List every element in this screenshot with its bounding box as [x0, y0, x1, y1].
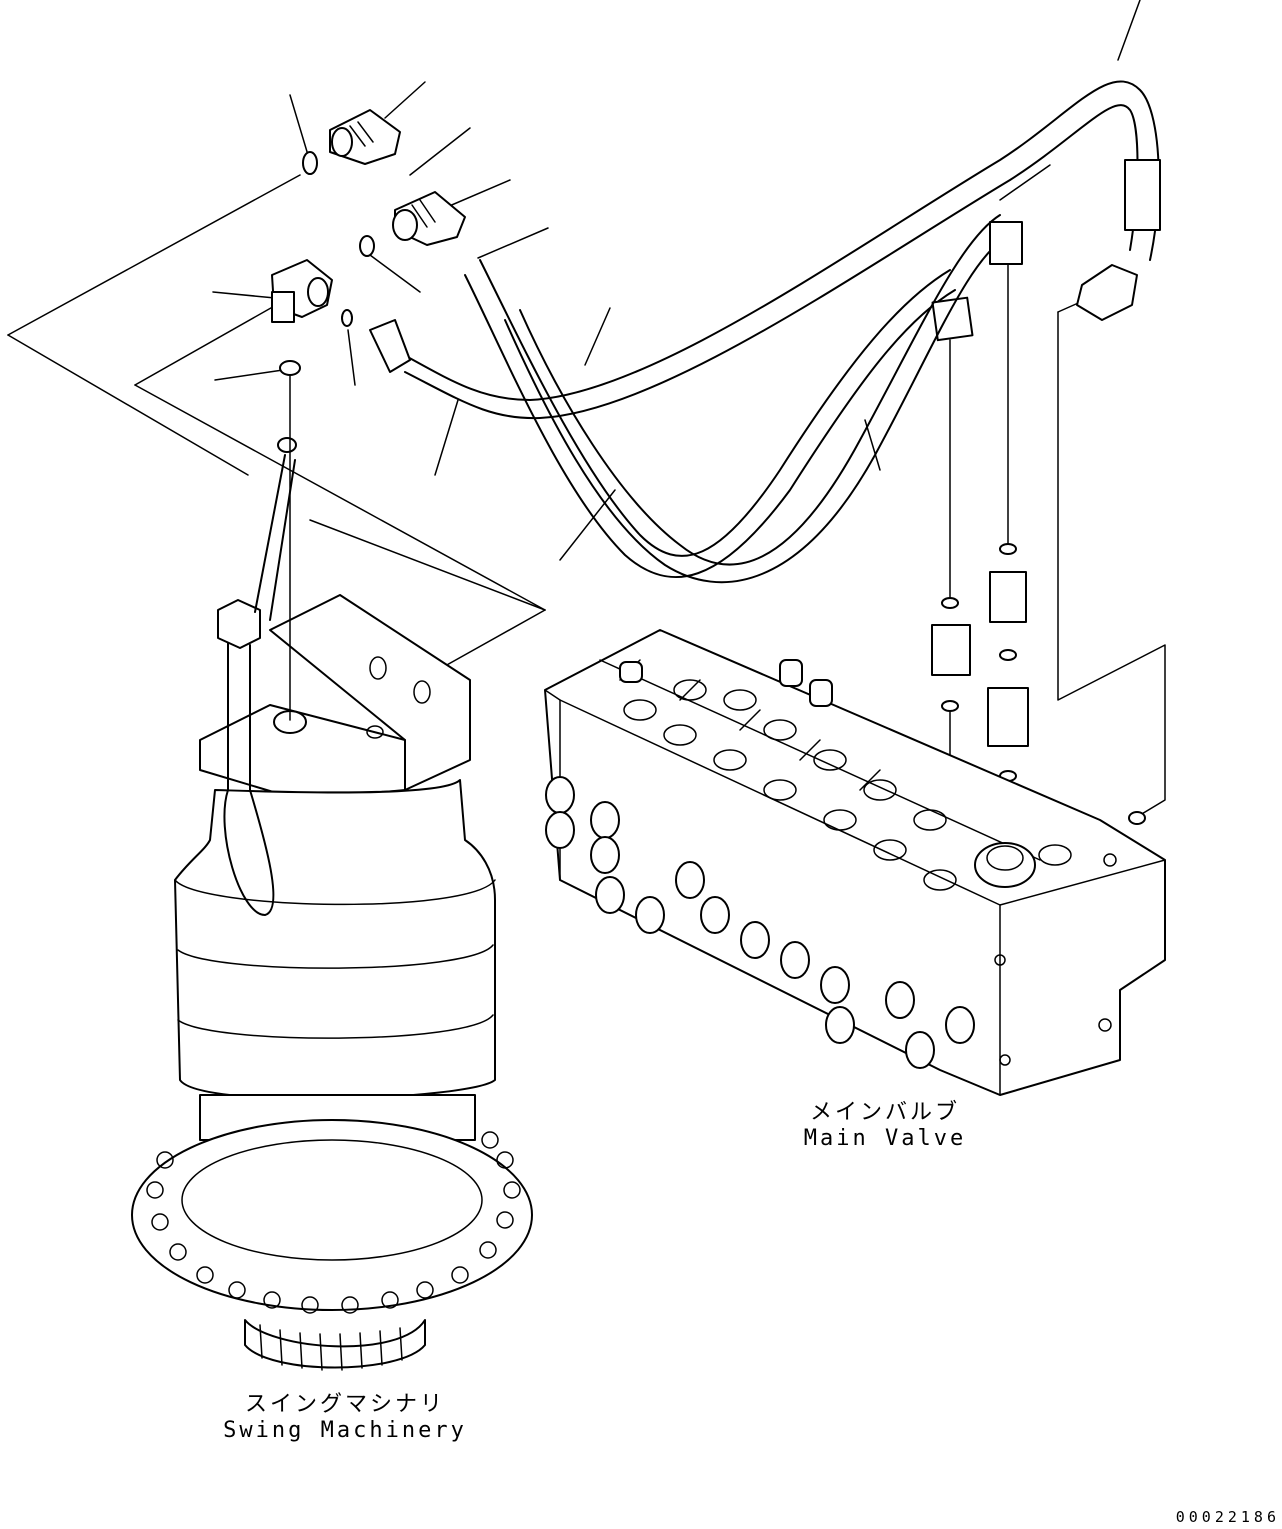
small-fittings — [619, 659, 1146, 825]
swing-machinery — [131, 374, 533, 1371]
adapter-fitting — [392, 191, 466, 246]
main-valve-label-jp: メインバルブ — [809, 1100, 960, 1125]
leader-lines — [212, 0, 1141, 561]
flange-bolt-holes — [146, 1131, 521, 1314]
spool-caps — [545, 776, 975, 1069]
swing-machinery-label: スイングマシナリ Swing Machinery — [210, 1392, 480, 1444]
main-valve-label-en: Main Valve — [803, 1126, 967, 1151]
valve-side-fittings — [931, 264, 1029, 881]
elbow-fitting-left — [271, 259, 333, 323]
drawing-code: 00022186 — [1175, 1508, 1280, 1526]
swing-machinery-label-en: Swing Machinery — [223, 1418, 467, 1443]
swing-machinery-label-jp: スイングマシナリ — [244, 1392, 445, 1417]
main-valve-label: メインバルブ Main Valve — [790, 1100, 980, 1152]
hose-main-long — [369, 80, 1161, 420]
valve-ports — [623, 679, 1117, 1066]
hose-back — [504, 214, 1023, 584]
frame-outline — [7, 174, 1166, 816]
elbow-fitting-top — [302, 109, 401, 175]
main-valve — [544, 629, 1166, 1096]
o-rings-upper — [279, 235, 375, 376]
